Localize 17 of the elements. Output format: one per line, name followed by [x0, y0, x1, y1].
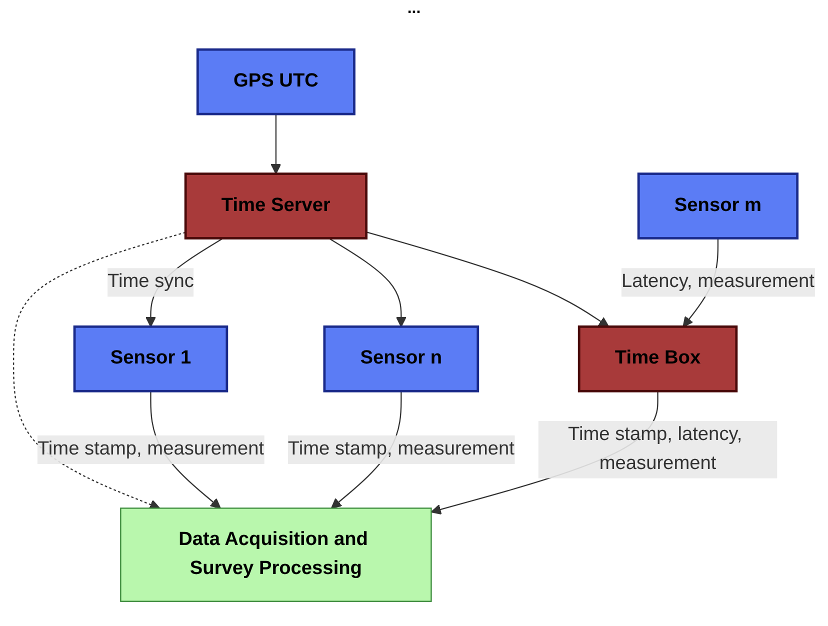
- node-box: Time Box: [578, 325, 738, 392]
- arrow: [270, 114, 282, 174]
- edge-label: Time stamp, measurement: [288, 438, 514, 459]
- edge-label: Time stamp, latency, measurement: [568, 424, 742, 474]
- edge-label: Time stamp, measurement: [37, 438, 264, 459]
- ellipsis-text: ...: [407, 0, 421, 17]
- node-box: Sensor n: [323, 325, 480, 392]
- edge-label: Time sync: [108, 271, 194, 292]
- node-box: Sensor m: [637, 172, 799, 239]
- edge-label: Latency, measurement: [621, 271, 814, 292]
- node-box: Data Acquisition and Survey Processing: [120, 507, 432, 602]
- arrow: [12, 231, 186, 510]
- arrow: [328, 237, 406, 327]
- arrow: [366, 231, 610, 327]
- node-box: GPS UTC: [196, 48, 356, 115]
- node-box: Sensor 1: [73, 325, 228, 392]
- node-box: Time Server: [184, 172, 368, 239]
